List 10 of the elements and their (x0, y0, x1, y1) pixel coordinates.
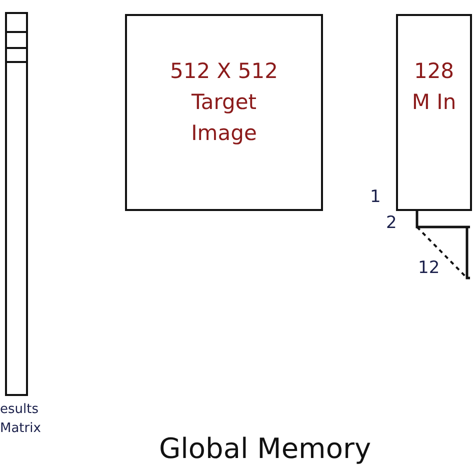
section-title: Global Memory (158, 432, 372, 465)
box-text: 128 M In (410, 58, 458, 116)
layer-number: 1 (370, 187, 381, 207)
layer-number: 12 (418, 258, 440, 278)
matrix-caption: esults Matrix (0, 401, 40, 438)
target-image-box (125, 14, 323, 211)
layer-number: 2 (386, 213, 397, 233)
box-text: 512 X 512 Target Image (169, 58, 279, 147)
results-matrix-column (5, 12, 28, 396)
mask-image-box (396, 14, 472, 211)
